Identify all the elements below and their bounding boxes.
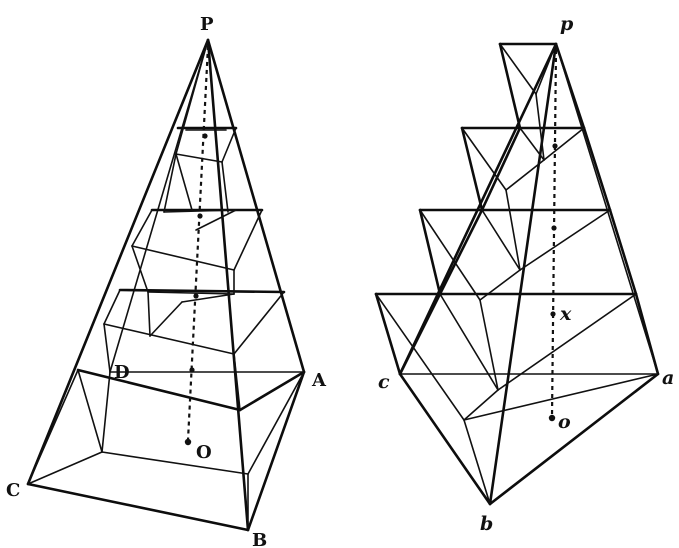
label-B: B (252, 530, 267, 548)
label-O: O (196, 442, 212, 463)
axis-point (189, 367, 195, 373)
axis-point (193, 293, 199, 299)
center-point-o (548, 414, 556, 422)
label-D: D (114, 362, 130, 383)
axis-point (552, 143, 558, 149)
left-pyramid-axis (184, 45, 210, 446)
label-b: b (480, 513, 493, 535)
right-stepped-axis (548, 49, 558, 422)
label-x: x (559, 303, 572, 325)
axis-point (551, 225, 557, 231)
axis-point (197, 213, 203, 219)
center-point-O (184, 438, 192, 446)
label-p: p (560, 13, 574, 35)
left-pyramid-outer-edges (26, 38, 306, 532)
right-stepped-inner-faces (375, 43, 659, 505)
axis-point (202, 133, 208, 139)
label-P: P (200, 14, 214, 35)
left-pyramid-figure: P D A C B O (6, 14, 327, 548)
label-c: c (378, 371, 390, 393)
label-o: o (558, 411, 571, 433)
label-a: a (662, 367, 674, 389)
left-pyramid-inner-frustums (27, 39, 305, 531)
right-stepped-figure: p x c a o b (374, 13, 674, 535)
axis-point-x (550, 311, 556, 317)
right-stepped-outline (374, 42, 660, 506)
right-stepped-ridges (398, 42, 659, 506)
label-C: C (6, 480, 20, 501)
label-A: A (311, 370, 327, 391)
